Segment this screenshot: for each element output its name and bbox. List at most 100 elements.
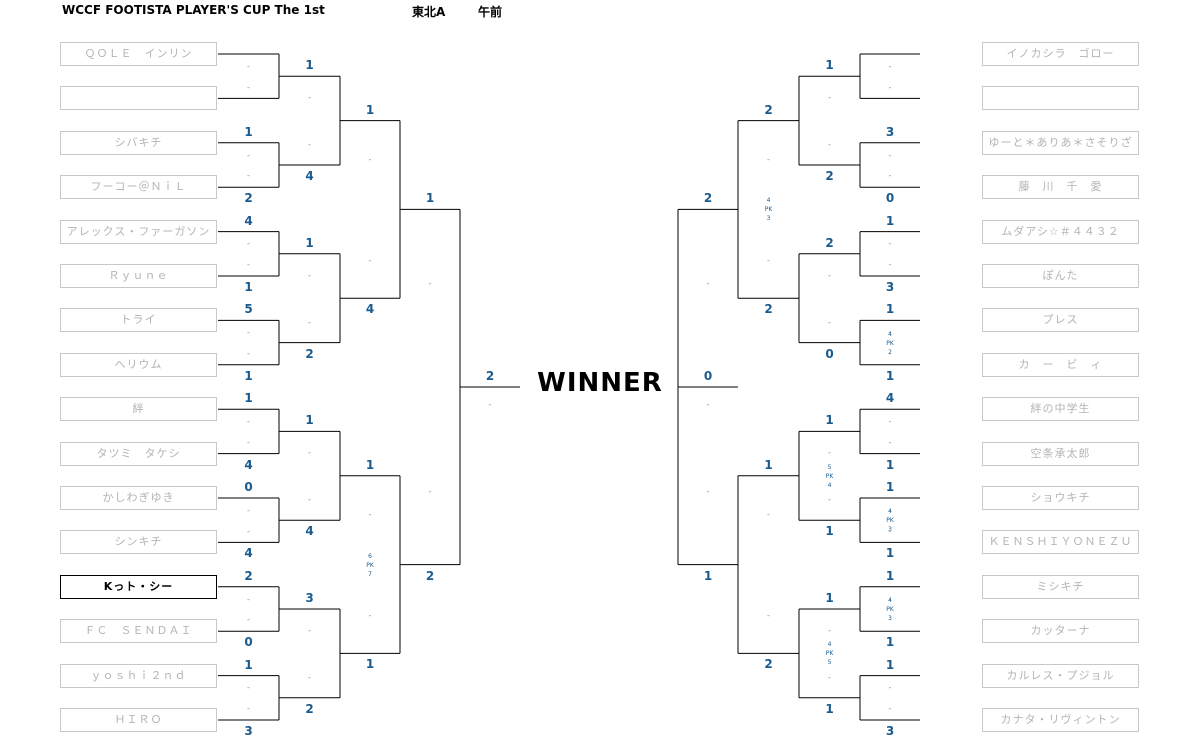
right-r0-m3-pk-top: 4	[888, 330, 892, 338]
left-r1-m1-dot-top: -	[308, 270, 311, 280]
left-r0-m5-dot-bottom: -	[247, 526, 250, 536]
left-player-1	[60, 86, 217, 111]
right-r1-m2-pk-bottom: 4	[827, 481, 832, 489]
right-r1-m1-score-top: 2	[825, 235, 834, 250]
right-r1-m2-dot-bottom: -	[828, 495, 831, 505]
right-r0-m4-dot-bottom: -	[888, 437, 892, 447]
left-r0-m5-score-bottom: 4	[244, 546, 253, 561]
left-r0-m4-score-top: 1	[244, 391, 253, 406]
right-r0-m6-score-top: 1	[885, 568, 895, 583]
session-label: 午前	[478, 5, 503, 19]
right-player-10: ショウキチ	[982, 486, 1139, 510]
left-player-8: 絆	[60, 397, 217, 422]
left-r1-m3-dot-top: -	[308, 625, 311, 635]
right-player-14: カルレス・プジョル	[982, 663, 1139, 688]
left-r0-m3-score-top: 5	[244, 302, 253, 317]
left-r1-m2-score-top: 1	[305, 413, 314, 428]
right-r0-m4-score-top: 4	[885, 391, 895, 406]
right-r0-m2-dot-top: -	[888, 239, 892, 249]
right-r0-m0-dot-bottom: -	[888, 82, 892, 92]
left-r1-m3-score-top: 3	[305, 591, 314, 605]
left-r1-m1-dot-bottom: -	[308, 317, 311, 327]
left-r0-m2-score-top: 4	[244, 213, 253, 228]
left-r2-m0-dot-bottom: -	[368, 255, 372, 265]
right-r0-m7-dot-top: -	[888, 683, 892, 693]
left-r2-m1-score-top: 1	[365, 457, 375, 472]
left-player-2: シバキチ	[60, 130, 217, 155]
left-player-5: Ｒｙｕｎｅ	[60, 264, 217, 288]
left-r0-m5-dot-top: -	[247, 505, 250, 515]
left-r0-m1-score-bottom: 2	[244, 191, 253, 206]
right-player-0: イノカシラ ゴロー	[982, 42, 1139, 66]
left-r0-m7-dot-bottom: -	[247, 704, 250, 714]
left-r2-m1-pk-bottom: 7	[368, 570, 372, 578]
right-r1-m0-score-top: 1	[825, 58, 834, 73]
left-r1-m1-score-top: 1	[305, 235, 314, 250]
left-r3-m0-dot-top: -	[428, 279, 432, 289]
right-r3-m0-dot-bottom: -	[706, 486, 710, 496]
left-r1-m0-score-top: 1	[305, 58, 314, 73]
final-dot-right: -	[706, 400, 710, 409]
right-r2-m1-dot-bottom: -	[767, 610, 770, 620]
right-r0-m6-dot-top: -	[888, 594, 892, 604]
left-r0-m2-dot-bottom: -	[247, 260, 250, 270]
left-r3-m0-dot-bottom: -	[428, 486, 432, 496]
right-r0-m0-score-top	[875, 36, 905, 50]
region-label: 東北A	[412, 5, 446, 19]
right-player-12: ミシキチ	[982, 574, 1139, 599]
left-r0-m7-score-bottom: 3	[244, 724, 253, 738]
left-player-0: ＱＯＬＥ インリン	[60, 42, 217, 66]
right-r1-m2-score-top: 1	[825, 413, 834, 428]
right-r1-m0-dot-top: -	[828, 92, 831, 102]
left-r1-m3-dot-bottom: -	[308, 673, 311, 683]
left-r0-m7-dot-top: -	[247, 683, 250, 693]
right-r0-m7-score-bottom: 3	[885, 724, 895, 738]
right-r0-m3-pk-label: PK	[886, 339, 894, 347]
left-r0-m2-score-bottom: 1	[244, 280, 253, 294]
left-r2-m1-dot-top: -	[368, 510, 372, 520]
left-r0-m6-score-top: 2	[244, 568, 253, 583]
right-r0-m6-pk-label: PK	[886, 606, 894, 613]
left-player-11: シンキチ	[60, 530, 217, 555]
right-r1-m2-score-bottom: 1	[825, 524, 834, 539]
right-player-13: カッターナ	[982, 619, 1139, 644]
right-player-15: カナタ・リヴィントン	[982, 708, 1139, 732]
right-r2-m0-dot-top: -	[767, 155, 770, 165]
right-r0-m5-dot-top: -	[888, 505, 892, 515]
right-r1-m0-dot-bottom: -	[828, 140, 831, 150]
left-r0-m1-score-top: 1	[244, 124, 253, 139]
left-r1-m3-score-bottom: 2	[305, 701, 314, 716]
right-r0-m2-score-bottom: 3	[885, 280, 895, 294]
right-r1-m3-score-top: 1	[825, 591, 834, 605]
left-player-7: ヘリウム	[60, 352, 217, 377]
right-r3-m0-score-top: 2	[703, 191, 713, 206]
right-r0-m6-dot-bottom: -	[888, 615, 892, 625]
left-r0-m6-score-bottom: 0	[244, 635, 253, 650]
left-r1-m0-score-bottom: 4	[305, 169, 314, 183]
right-r0-m5-pk-label: PK	[886, 517, 894, 525]
left-r0-m4-dot-bottom: -	[247, 437, 250, 447]
right-player-9: 空条承太郎	[982, 441, 1139, 466]
right-player-3: 藤 川 千 愛	[982, 175, 1139, 200]
right-r1-m2-dot-top: -	[828, 448, 831, 458]
right-r0-m4-dot-top: -	[888, 417, 892, 427]
left-r0-m4-score-bottom: 4	[244, 457, 253, 472]
right-r3-m0-score-bottom: 1	[703, 568, 713, 583]
right-r0-m5-dot-bottom: -	[888, 526, 892, 536]
right-player-2: ゆーと＊ありあ＊さそりざ	[982, 130, 1139, 155]
left-r1-m1-score-bottom: 2	[305, 346, 314, 361]
final-score-left: 2	[485, 369, 495, 383]
right-r0-m7-dot-bottom: -	[888, 704, 892, 714]
right-r2-m1-score-top: 1	[764, 457, 773, 472]
left-r1-m0-dot-top: -	[308, 92, 311, 102]
right-r0-m0-dot-top: -	[888, 61, 892, 71]
right-player-11: ＫＥＮＳＨＩＹＯＮＥＺＵ	[982, 530, 1139, 555]
right-r0-m7-score-top: 1	[885, 657, 895, 672]
right-r0-m0-score-bottom	[875, 102, 905, 116]
left-r0-m0-score-top	[234, 36, 264, 50]
left-player-14: ｙｏｓｈｉ２ｎｄ	[60, 663, 217, 688]
left-r1-m2-dot-bottom: -	[308, 495, 311, 505]
right-r0-m4-score-bottom: 1	[885, 457, 895, 472]
right-r1-m3-pk-bottom: 5	[827, 659, 832, 667]
